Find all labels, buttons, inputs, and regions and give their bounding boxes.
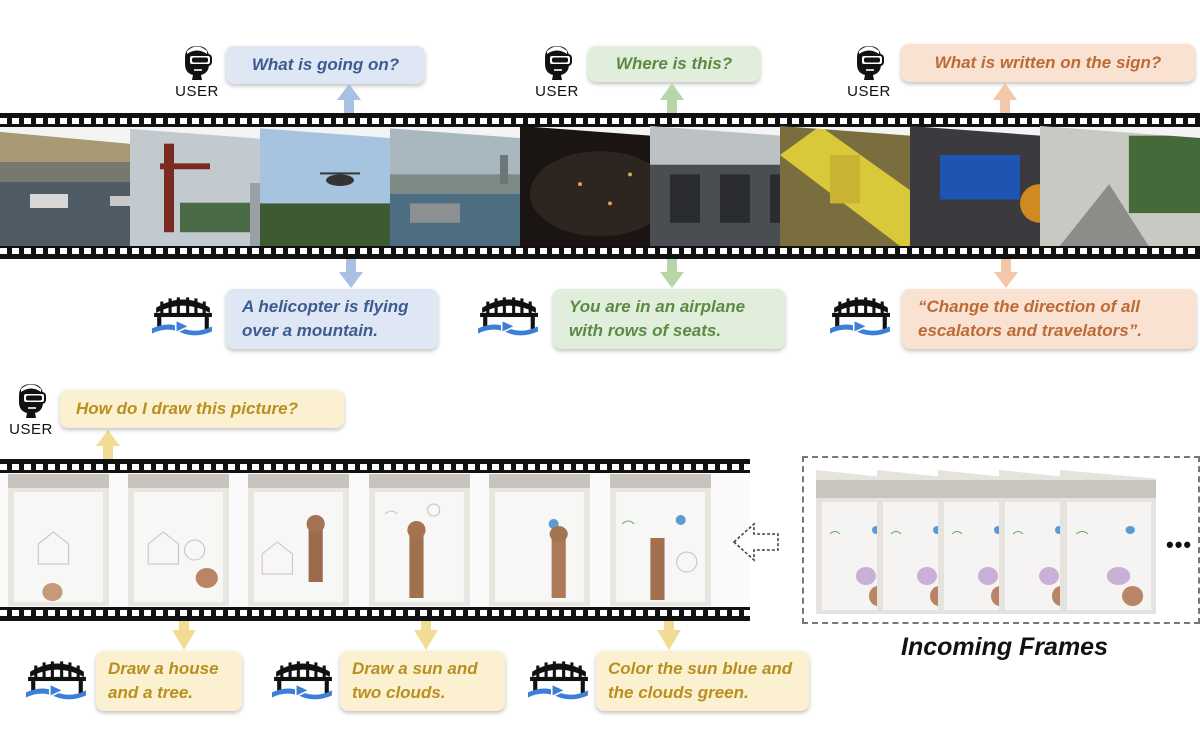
- answer-line: and a tree.: [108, 683, 194, 702]
- arrow-down-icon: [172, 614, 196, 650]
- incoming-frame: [1060, 470, 1156, 614]
- video-frame: [489, 474, 590, 606]
- answer-line: Draw a sun and: [352, 659, 478, 678]
- question-text: Where is this?: [615, 54, 733, 73]
- question-bubble-4: How do I draw this picture?: [60, 390, 344, 428]
- user-label: USER: [535, 83, 579, 100]
- arrow-down-icon: [994, 254, 1018, 288]
- answer-line: A helicopter is flying: [242, 297, 409, 316]
- arrow-down-icon: [660, 254, 684, 288]
- user-avatar-3: USER: [839, 42, 899, 100]
- incoming-frames-label: Incoming Frames: [901, 633, 1108, 661]
- answer-bubble-6: Color the sun blue and the clouds green.: [596, 651, 809, 711]
- film-strip-bottom-edge: [0, 243, 1200, 259]
- bridge-logo-icon: [528, 657, 590, 703]
- user-avatar-4: USER: [1, 380, 61, 438]
- hollow-left-arrow-icon: [732, 522, 779, 562]
- question-text: How do I draw this picture?: [76, 399, 298, 418]
- video-frame: [248, 474, 349, 606]
- answer-line: with rows of seats.: [569, 321, 722, 340]
- arrow-up-icon: [337, 84, 361, 124]
- film-strip-top-edge: [0, 113, 1200, 129]
- question-text: What is written on the sign?: [934, 53, 1162, 72]
- answer-bubble-3: “Change the direction of all escalators a…: [902, 289, 1196, 349]
- question-bubble-3: What is written on the sign?: [901, 44, 1195, 82]
- arrow-up-icon: [660, 83, 684, 122]
- incoming-frames-box: [802, 456, 1200, 624]
- user-avatar-1: USER: [167, 42, 227, 100]
- answer-line: over a mountain.: [242, 321, 379, 340]
- question-text: What is going on?: [251, 55, 400, 74]
- user-label: USER: [9, 421, 53, 438]
- answer-line: Color the sun blue and: [608, 659, 793, 678]
- user-label: USER: [847, 83, 891, 100]
- bridge-logo-icon: [26, 657, 88, 703]
- bridge-logo-icon: [478, 293, 540, 339]
- video-frame: [1040, 126, 1200, 246]
- bridge-logo-icon: [272, 657, 334, 703]
- user-avatar-2: USER: [527, 42, 587, 100]
- arrow-down-icon: [657, 614, 681, 650]
- user-vr-headset-icon: [11, 380, 51, 420]
- answer-line: the clouds green.: [608, 683, 749, 702]
- answer-line: You are in an airplane: [569, 297, 746, 316]
- film-strip-top-edge: [0, 459, 750, 475]
- more-frames-ellipsis: •••: [1166, 532, 1193, 557]
- answer-line: “Change the direction of all: [918, 297, 1140, 316]
- video-frame: [610, 474, 711, 606]
- arrow-down-icon: [339, 254, 363, 288]
- answer-line: two clouds.: [352, 683, 446, 702]
- arrow-up-icon: [993, 83, 1017, 122]
- film-strip-bottom-edge: [0, 605, 750, 621]
- question-bubble-1: What is going on?: [226, 46, 425, 84]
- answer-line: escalators and travelators”.: [918, 321, 1142, 340]
- arrow-up-icon: [96, 430, 120, 464]
- bridge-logo-icon: [152, 293, 214, 339]
- video-frame: [128, 474, 229, 606]
- answer-bubble-1: A helicopter is flying over a mountain.: [226, 289, 438, 349]
- bridge-logo-icon: [830, 293, 892, 339]
- video-frame: [8, 474, 109, 606]
- arrow-down-icon: [414, 614, 438, 650]
- answer-line: Draw a house: [108, 659, 219, 678]
- answer-bubble-4: Draw a house and a tree.: [96, 651, 242, 711]
- answer-bubble-2: You are in an airplane with rows of seats…: [553, 289, 785, 349]
- video-frame: [369, 474, 470, 606]
- video-frame: [260, 128, 422, 246]
- question-bubble-2: Where is this?: [588, 46, 760, 82]
- user-label: USER: [175, 83, 219, 100]
- answer-bubble-5: Draw a sun and two clouds.: [340, 651, 505, 711]
